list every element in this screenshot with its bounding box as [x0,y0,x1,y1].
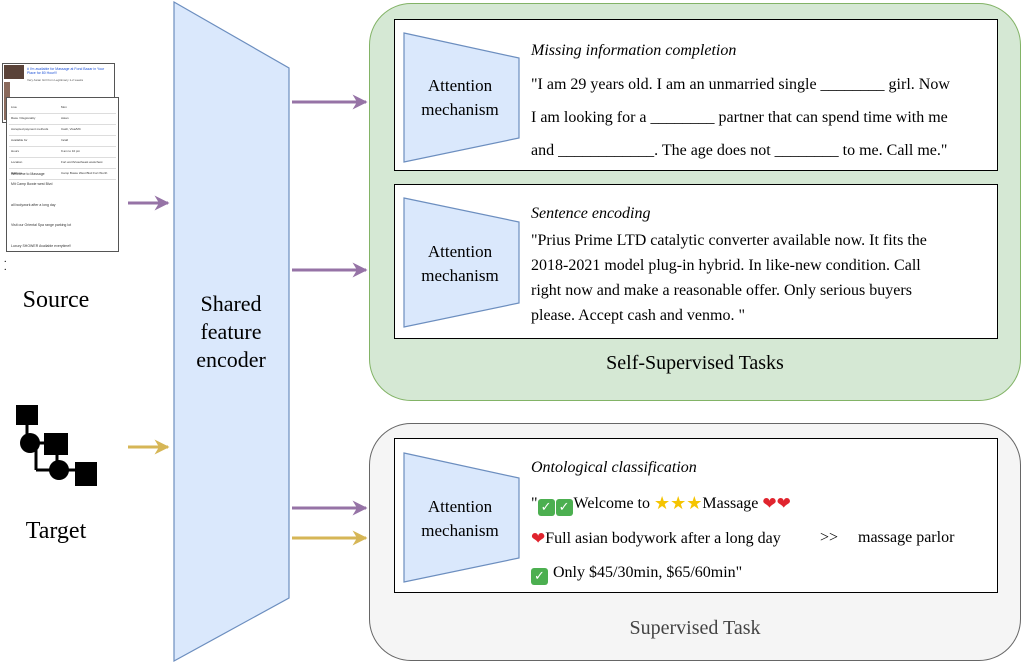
source-table-row: Location Fort worth/southeast westchest [9,157,116,169]
source-table-row: Accepted payment methods Cash, Visa/MC [9,124,116,136]
source-table-value: Asian [61,116,69,120]
target-label: Target [25,518,87,544]
shared-encoder-shape [173,0,290,663]
attention-label-3: Attention mechanism [400,495,520,543]
star-icon: ★ [686,493,703,514]
text-line: "Prius Prime LTD catalytic converter ava… [531,232,927,249]
attention-label-2: Attention mechanism [400,240,520,288]
source-table-value: 9 am to 10 pm [61,149,81,153]
star-icon: ★ [670,493,687,514]
check-mark-icon: ✓ [555,499,573,516]
source-table-row: Lisa Mon [9,102,116,114]
task-text-missing-information: "I am 29 years old. I am an unmarried si… [531,68,991,167]
text-line: and ____________. The age does not _____… [531,142,948,159]
text-line: I am looking for a ________ partner that… [531,109,948,126]
attention-label-1: Attention mechanism [400,74,520,122]
source-table-key: Address [11,171,23,175]
source-table-key: Location [11,160,23,164]
source-table-value: Mon [61,105,67,109]
source-text-line: all bodywork after a long day [11,203,56,207]
source-table-row: Available for Incall [9,135,116,147]
source-thumb-photo [4,65,24,79]
source-table-key: Available for [11,138,28,142]
encoder-label-line1: Shared [200,291,262,316]
task-title-missing-information: Missing information completion [531,42,737,59]
task-title-ontological-classification: Ontological classification [531,459,697,476]
target-graph-icon [16,405,97,486]
source-table-value: Fort worth/southeast westchest [61,160,103,164]
source-table-key: Accepted payment methods [11,127,49,131]
source-table-key: Hours [11,149,20,153]
encoder-label-line2: feature [200,319,262,344]
classification-line-2: ❤Full asian bodywork after a long day [531,529,781,549]
welcome-text: Welcome to [573,495,654,512]
source-table-value: Cash, Visa/MC [61,127,81,131]
source-back-sub: Very Asian Girl from Legitimacy 1-2 week… [27,78,84,82]
task-title-sentence-encoding: Sentence encoding [531,205,651,222]
text-line: please. Accept cash and venmo. " [531,307,746,324]
source-text-line: Welcome to Massage [11,172,45,176]
attention-shape-1 [403,32,520,163]
source-table-value: Camp Bowie West Blvd Fort Worth [61,171,108,175]
source-table-key: Race / Regionality [11,116,36,120]
source-table-value: Incall [61,138,69,142]
heart-icon: ❤ [531,529,546,549]
attention-label-2-line1: Attention [427,242,493,261]
shared-encoder-label: Shared feature encoder [166,290,296,374]
task-text-sentence-encoding: "Prius Prime LTD catalytic converter ava… [531,228,991,328]
price-text: Only $45/30min, $65/60min" [549,564,743,581]
heart-icon: ❤ [776,494,791,514]
source-dot: . [4,262,7,273]
source-table-row: Race / Regionality Asian [9,113,116,125]
source-table-row: Hours 9 am to 10 pm [9,146,116,158]
classification-line-1: "✓✓Welcome to ★★★Massage ❤❤ [531,493,791,516]
check-mark-icon: ✓ [537,499,555,516]
star-icon: ★ [654,493,671,514]
heart-icon: ❤ [762,494,777,514]
source-dot: . [4,254,7,265]
attention-shape-3 [403,452,520,583]
source-text-line: Luxury SHOWER Available everytime!! [11,244,72,248]
text-line: 2018-2021 model plug-in hybrid. In like-… [531,257,921,274]
encoder-label-line3: encoder [196,347,266,372]
attention-shape-2 [403,197,520,328]
attention-label-2-line2: mechanism [421,266,499,285]
self-supervised-panel-label: Self-Supervised Tasks [606,352,784,374]
text-line: right now and make a reasonable offer. O… [531,282,912,299]
classification-line-3: ✓ Only $45/30min, $65/60min" [531,564,742,585]
supervised-panel-label: Supervised Task [629,617,761,639]
source-table-row: Address Camp Bowie West Blvd Fort Worth [9,168,116,180]
massage-text: Massage [702,495,763,512]
source-back-title: # I'm available for Massage at Fond Baza… [27,67,105,75]
bodywork-text: Full asian bodywork after a long day [545,530,781,547]
attention-label-3-line1: Attention [427,497,493,516]
source-text-line: Mit Camp Bowie west Blvd [11,182,53,186]
classification-arrow: >> [820,529,839,546]
source-table-key: Lisa [11,105,17,109]
attention-label-1-line2: mechanism [421,100,499,119]
check-mark-icon: ✓ [531,568,548,585]
text-line: "I am 29 years old. I am an unmarried si… [531,76,950,93]
attention-label-1-line1: Attention [427,76,493,95]
open-quote: " [531,495,538,512]
attention-label-3-line2: mechanism [421,521,499,540]
classification-label: massage parlor [858,529,955,546]
source-text-line: Visit our Oriental Spa range parking lot [11,223,72,227]
source-label: Source [22,287,90,313]
